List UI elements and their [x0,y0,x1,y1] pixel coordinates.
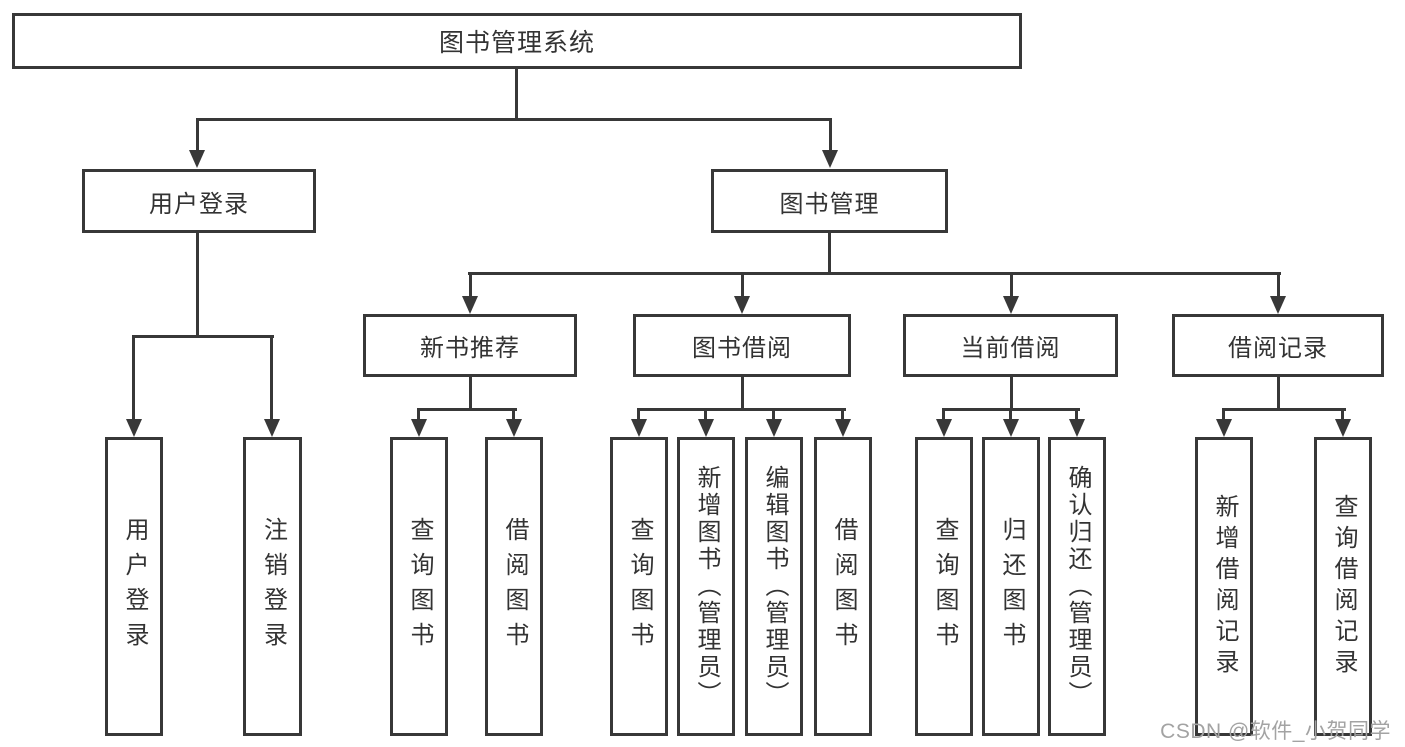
leaf-br-query-record-label: 查询借阅记录 [1330,493,1357,680]
node-root-label: 图书管理系统 [438,29,595,57]
leaf-cb-confirm-return-admin-label: 确认归还（管理员） [1064,465,1091,708]
arrow-leaf [506,419,522,437]
connector-user-login-stem [196,233,199,337]
leaf-bb-borrow-books: 借阅图书 [814,437,872,736]
connector-to-borrow-records [1277,272,1280,300]
arrow-to-leaf-login [126,419,142,437]
connector-root-branch [196,118,832,121]
leaf-bb-add-books-admin-label: 新增图书（管理员） [693,465,720,708]
arrow-leaf [1003,419,1019,437]
leaf-logout: 注销登录 [243,437,302,736]
leaf-cb-query-books: 查询图书 [915,437,973,736]
arrow-leaf [936,419,952,437]
connector-to-leaf-login [132,335,135,423]
connector-new-books-stem [469,377,472,410]
leaf-bb-edit-books-admin-label: 编辑图书（管理员） [761,465,788,708]
connector-leaf [417,408,420,422]
arrow-leaf [835,419,851,437]
connector-leaf [942,408,945,422]
connector-to-current-borrow [1010,272,1013,300]
arrow-leaf [698,419,714,437]
leaf-bb-add-books-admin: 新增图书（管理员） [677,437,735,736]
connector-book-borrow-stem [741,377,744,410]
connector-to-book-borrow [741,272,744,300]
arrow-to-current-borrow [1003,296,1019,314]
arrow-leaf [1335,419,1351,437]
node-current-borrow-label: 当前借阅 [960,335,1061,362]
connector-to-user-login [196,118,199,154]
leaf-user-login: 用户登录 [105,437,163,736]
node-new-book-recommend: 新书推荐 [363,314,577,377]
leaf-cb-confirm-return-admin: 确认归还（管理员） [1048,437,1106,736]
node-book-management-label: 图书管理 [779,190,880,218]
connector-user-login-branch [132,335,274,338]
connector-leaf [637,408,640,422]
connector-to-book-mgmt [829,118,832,154]
connector-leaf [841,408,844,422]
connector-leaf [1009,408,1012,422]
node-user-login-label: 用户登录 [149,190,249,218]
arrow-leaf [411,419,427,437]
node-root: 图书管理系统 [12,13,1022,69]
connector-current-borrow-stem [1010,377,1013,410]
connector-to-new-books [469,272,472,300]
leaf-user-login-label: 用户登录 [121,516,148,657]
leaf-br-add-record: 新增借阅记录 [1195,437,1253,736]
connector-borrow-records-stem [1277,377,1280,410]
connector-leaf [704,408,707,422]
arrow-to-book-mgmt [822,150,838,168]
leaf-cb-return-books-label: 归还图书 [998,516,1025,657]
arrow-to-book-borrow [734,296,750,314]
leaf-cb-query-books-label: 查询图书 [931,516,958,657]
node-new-book-recommend-label: 新书推荐 [420,335,520,362]
leaf-bb-query-books-label: 查询图书 [626,516,653,657]
arrow-leaf [766,419,782,437]
connector-to-leaf-logout [270,335,273,423]
connector-leaf [1075,408,1078,422]
leaf-br-add-record-label: 新增借阅记录 [1211,493,1238,680]
connector-book-mgmt-stem [828,233,831,275]
node-borrow-records-label: 借阅记录 [1228,335,1328,362]
node-current-borrow: 当前借阅 [903,314,1118,377]
arrow-to-leaf-logout [264,419,280,437]
connector-book-mgmt-branch [468,272,1281,275]
connector-borrow-records-branch [1222,408,1346,411]
node-book-borrow: 图书借阅 [633,314,851,377]
node-book-borrow-label: 图书借阅 [692,335,792,362]
connector-leaf [1222,408,1225,422]
arrow-leaf [631,419,647,437]
node-user-login: 用户登录 [82,169,316,233]
leaf-logout-label: 注销登录 [259,516,287,657]
arrow-leaf [1216,419,1232,437]
leaf-nb-borrow-books: 借阅图书 [485,437,543,736]
leaf-nb-borrow-books-label: 借阅图书 [501,516,528,657]
connector-new-books-branch [417,408,517,411]
arrow-to-new-books [462,296,478,314]
leaf-cb-return-books: 归还图书 [982,437,1040,736]
connector-leaf [512,408,515,422]
leaf-bb-edit-books-admin: 编辑图书（管理员） [745,437,803,736]
leaf-nb-query-books-label: 查询图书 [406,516,433,657]
node-book-management: 图书管理 [711,169,948,233]
connector-root-stem [515,68,518,120]
leaf-br-query-record: 查询借阅记录 [1314,437,1372,736]
arrow-to-borrow-records [1270,296,1286,314]
connector-leaf [1341,408,1344,422]
connector-leaf [772,408,775,422]
connector-book-borrow-branch [637,408,846,411]
leaf-bb-borrow-books-label: 借阅图书 [830,516,857,657]
watermark-text: CSDN @软件_小贺同学 [1160,720,1391,743]
leaf-bb-query-books: 查询图书 [610,437,668,736]
node-borrow-records: 借阅记录 [1172,314,1384,377]
leaf-nb-query-books: 查询图书 [390,437,448,736]
arrow-to-user-login [189,150,205,168]
arrow-leaf [1069,419,1085,437]
